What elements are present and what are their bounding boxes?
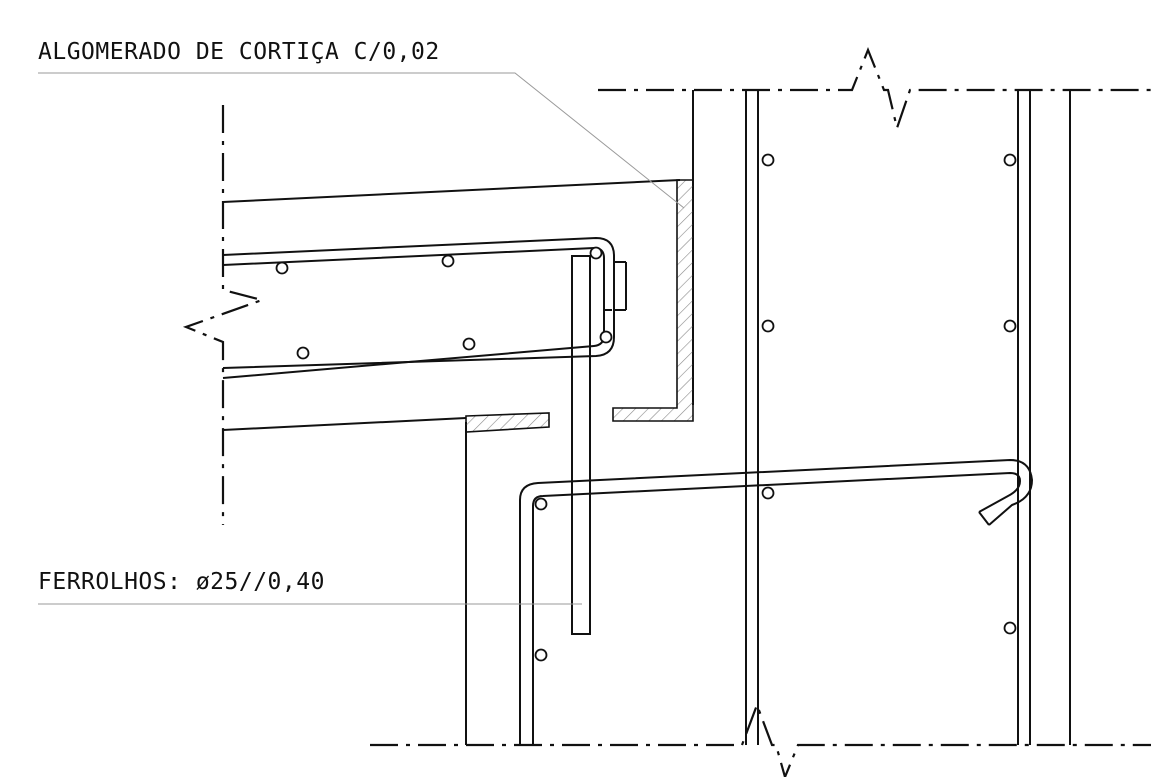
rebar-dot xyxy=(441,254,455,268)
left-break-line xyxy=(182,105,266,525)
leader-lines xyxy=(38,72,685,605)
rebar-dot xyxy=(589,246,603,260)
wall-bar-hook-end xyxy=(978,511,990,526)
wall-bar-outer xyxy=(519,459,1033,745)
slab-bottom-edge xyxy=(222,417,467,431)
wall-reinforcement-bar xyxy=(519,459,1033,745)
top-break-line xyxy=(598,47,1151,132)
cork-leader-line xyxy=(38,72,685,209)
break-lines xyxy=(182,47,1151,777)
rebar-dot xyxy=(275,261,289,275)
rebar-dot xyxy=(761,153,775,167)
wall-outlines xyxy=(465,90,1071,745)
rebar-sections xyxy=(275,153,1017,662)
rebar-dot xyxy=(296,346,310,360)
wall-bar-inner xyxy=(532,472,1021,745)
rebar-dot xyxy=(534,497,548,511)
slab-bar-outer xyxy=(222,237,615,369)
rebar-dot xyxy=(462,337,476,351)
slab-reinforcement-bar xyxy=(222,237,627,379)
rebar-dot xyxy=(599,330,613,344)
bottom-break-line xyxy=(370,701,1151,777)
slab-bar-hook xyxy=(603,260,612,311)
cork-vertical-strip xyxy=(612,179,694,422)
dowels-label: FERROLHOS: ø25//0,40 xyxy=(38,569,325,595)
rebar-dot xyxy=(534,648,548,662)
rebar-dot xyxy=(1003,621,1017,635)
cork-horizontal-strip xyxy=(465,412,550,433)
cork-board-strips xyxy=(465,179,694,433)
slab-top-edge xyxy=(222,179,681,203)
rebar-dot xyxy=(761,486,775,500)
slab-outline xyxy=(222,179,681,431)
rebar-dot xyxy=(1003,153,1017,167)
rebar-dot xyxy=(761,319,775,333)
cork-label: ALGOMERADO DE CORTIÇA C/0,02 xyxy=(38,39,440,65)
dowel-bar xyxy=(571,255,591,635)
rebar-dot xyxy=(1003,319,1017,333)
